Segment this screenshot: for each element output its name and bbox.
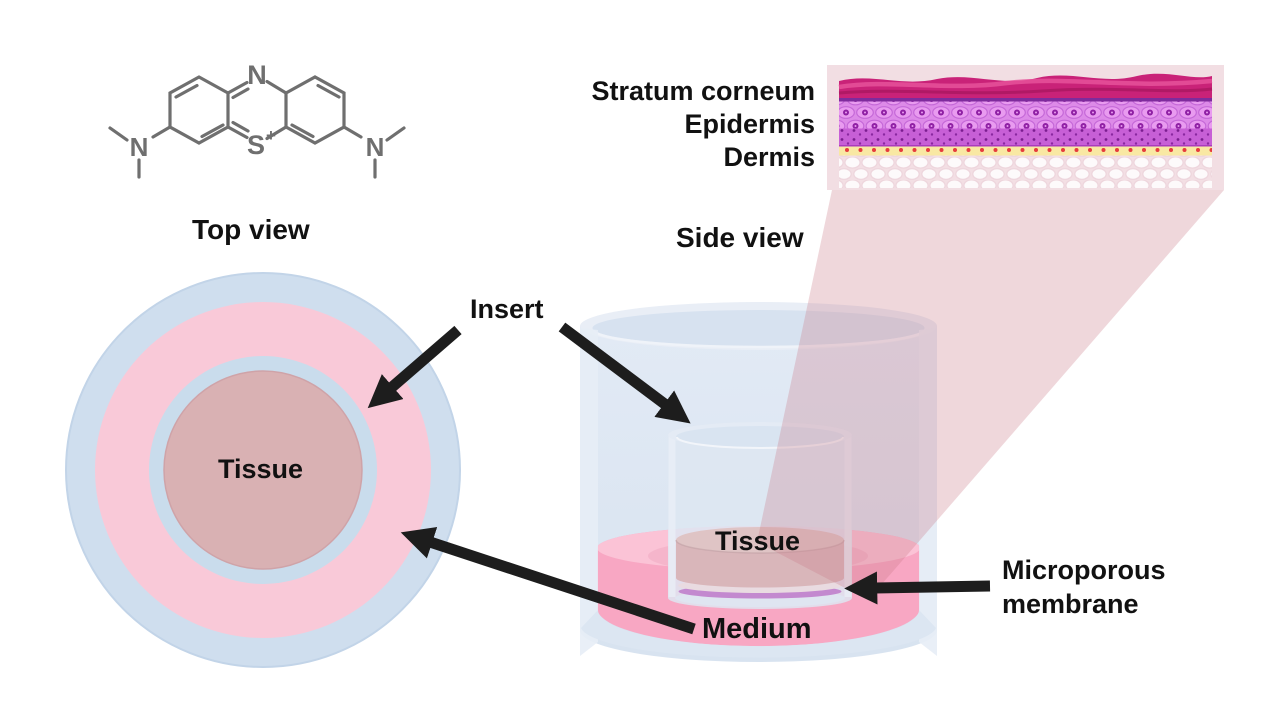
- sulfur-charge: +: [266, 126, 276, 145]
- insert-arrow-left: [367, 325, 462, 409]
- epidermis-label: Epidermis: [684, 109, 815, 139]
- insert-label: Insert: [470, 294, 544, 324]
- stratum-corneum-label: Stratum corneum: [591, 76, 815, 106]
- magnification-projection: [757, 190, 1224, 600]
- microporous-membrane-label: Microporous membrane: [1002, 553, 1166, 621]
- epidermis-layer: [839, 101, 1212, 129]
- callout-arrows: [367, 322, 991, 635]
- skin-layers-illustration: [827, 65, 1224, 190]
- ring-nitrogen-atom: N: [247, 60, 267, 90]
- ring-sulfur-atom: S: [247, 130, 265, 160]
- tissue-label-top-view: Tissue: [218, 454, 304, 484]
- basal-layer: [839, 128, 1212, 147]
- membrane-label-line2: membrane: [1002, 589, 1139, 619]
- top-view-tissue-disc: [163, 370, 363, 570]
- basement-membrane-layer: [839, 146, 1212, 156]
- insert-arrow-right: [558, 322, 691, 424]
- dermis-label: Dermis: [723, 142, 815, 172]
- tissue-label-side-view: Tissue: [715, 526, 801, 556]
- membrane-label-line1: Microporous: [1002, 555, 1166, 585]
- top-view-diagram: [65, 272, 461, 668]
- molecule-structure: N S + N N: [108, 60, 406, 179]
- side-view-title: Side view: [676, 222, 804, 253]
- medium-label: Medium: [702, 613, 812, 645]
- skin-layer-labels: Stratum corneum Epidermis Dermis: [591, 75, 815, 174]
- amine-left-nitrogen: N: [130, 132, 149, 162]
- dermis-layer: [839, 155, 1212, 188]
- membrane-arrow: [844, 571, 991, 605]
- medium-arrow: [400, 527, 696, 635]
- top-view-title: Top view: [192, 214, 310, 245]
- tissue-surface-side: [676, 527, 844, 553]
- amine-right-nitrogen: N: [366, 132, 385, 162]
